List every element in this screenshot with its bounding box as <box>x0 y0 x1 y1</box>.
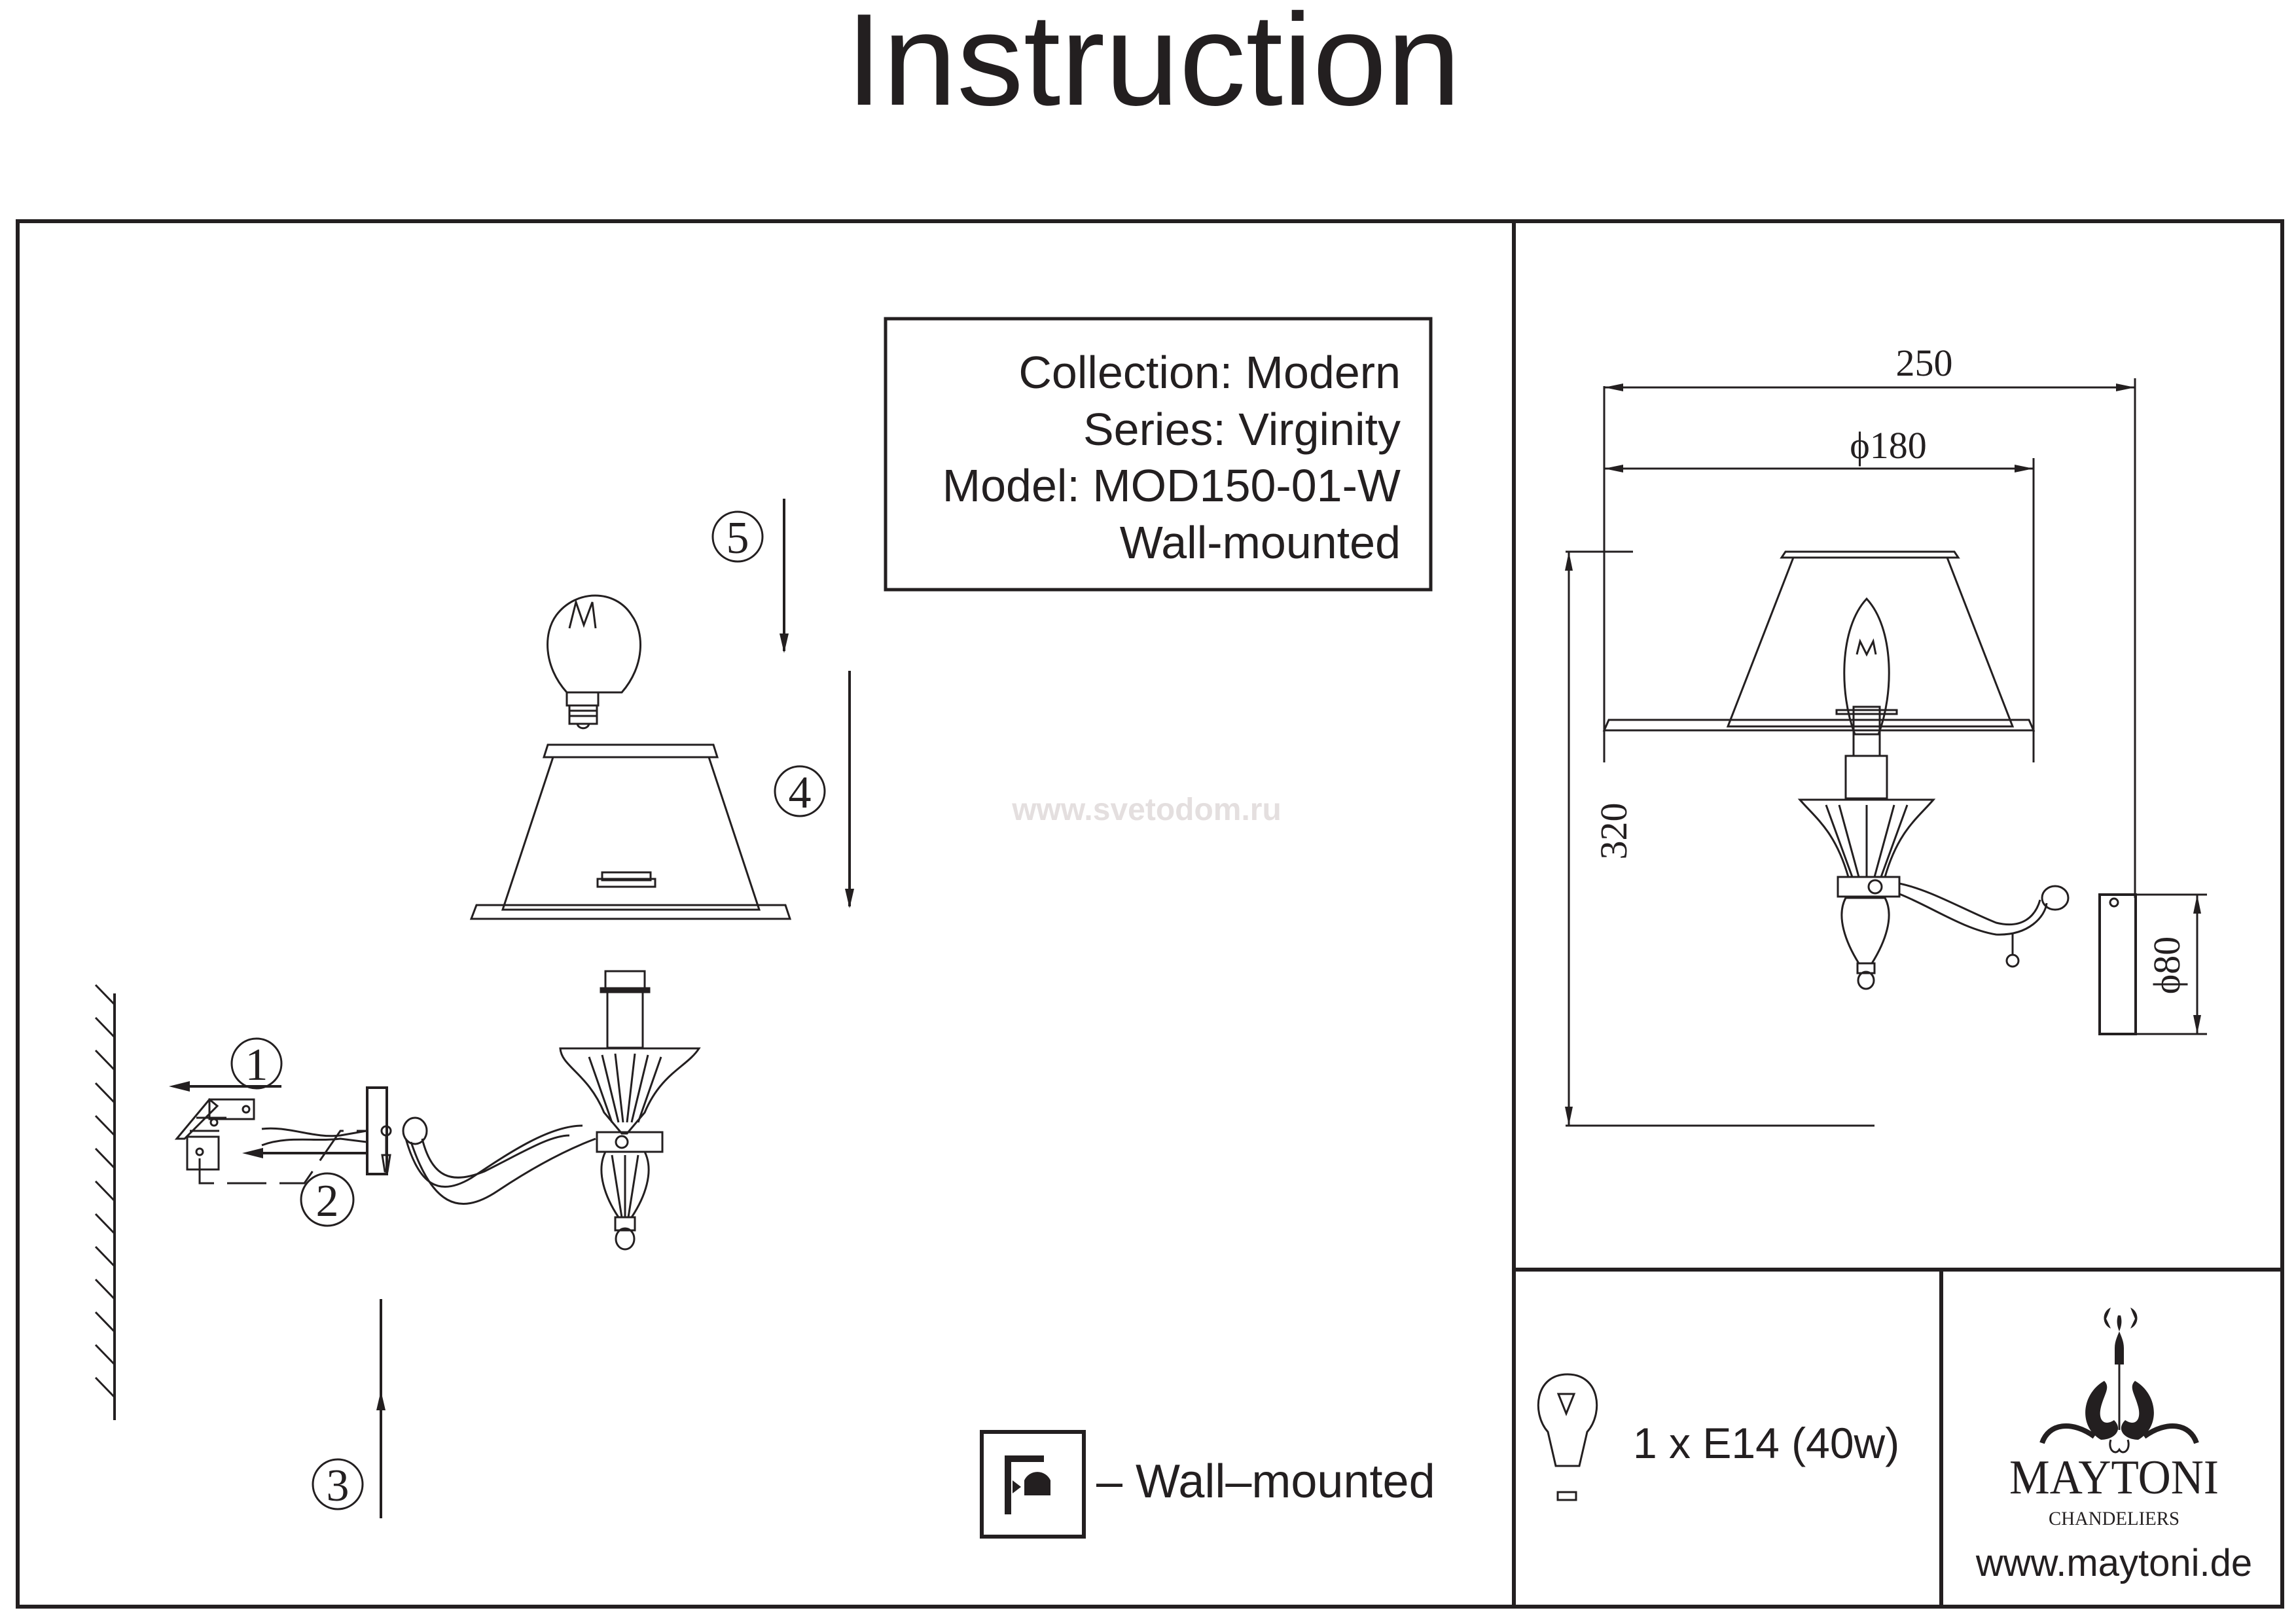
svg-text:4: 4 <box>789 768 812 818</box>
wires <box>198 1127 367 1185</box>
frame <box>16 219 2284 1609</box>
brand-website[interactable]: www.maytoni.de <box>1975 1542 2252 1584</box>
dimension-drawing: 250 ϕ180 320 ϕ80 <box>1565 342 2207 1127</box>
model-label: Model: MOD150-01-W <box>942 460 1401 511</box>
page-title: Instruction <box>846 0 1461 133</box>
assembled-lamp <box>1602 550 2137 1035</box>
dim-height-label: 320 <box>1592 803 1635 860</box>
wall-hatching <box>94 984 116 1420</box>
mounting-label: Wall-mounted <box>1120 517 1401 568</box>
svg-text:1: 1 <box>245 1040 268 1090</box>
series-label: Series: Virginity <box>1083 404 1401 455</box>
collection-label: Collection: Modern <box>1018 347 1401 398</box>
brand-name: MAYTONI <box>2009 1451 2219 1505</box>
step-4-arrow <box>845 671 854 908</box>
dim-backplate-label: ϕ80 <box>2145 936 2188 995</box>
lamp-body <box>559 970 701 1251</box>
brand-block: MAYTONI CHANDELIERS www.maytoni.de <box>1975 1308 2252 1584</box>
step-3-arrow <box>376 1299 386 1518</box>
step-5-badge: 5 <box>711 510 764 563</box>
dim-height: 320 <box>1565 550 1874 1127</box>
info-box: Collection: Modern Series: Virginity Mod… <box>884 317 1433 592</box>
dim-width: 250 <box>1603 342 2136 898</box>
svg-text:5: 5 <box>726 513 749 563</box>
chandelier-logo-icon <box>2039 1308 2199 1454</box>
dim-shade-label: ϕ180 <box>1850 424 1927 467</box>
dim-shade: ϕ180 <box>1604 424 2035 762</box>
svg-text:2: 2 <box>316 1176 339 1226</box>
bulb-spec-label: 1 x E14 (40w) <box>1633 1419 1899 1467</box>
step-4-badge: 4 <box>774 765 826 818</box>
step-2-arrow <box>242 1148 367 1158</box>
svg-text:3: 3 <box>327 1461 350 1511</box>
bulb <box>547 594 641 730</box>
wall-mount-icon <box>1005 1455 1050 1514</box>
dim-width-label: 250 <box>1896 342 1953 384</box>
lamp-shade <box>469 743 792 920</box>
mount-legend-label: – Wall–mounted <box>1096 1455 1435 1508</box>
dim-backplate: ϕ80 <box>2135 893 2207 1035</box>
mount-legend: – Wall–mounted <box>980 1430 1435 1539</box>
bulb-icon <box>1537 1373 1598 1501</box>
brand-tagline: CHANDELIERS <box>2049 1508 2179 1529</box>
assembly-diagram: 1 2 <box>94 499 854 1518</box>
step-2-badge: 2 <box>300 1172 355 1227</box>
bulb-spec: 1 x E14 (40w) <box>1537 1373 1899 1501</box>
mounting-bracket <box>174 1097 255 1171</box>
watermark: www.svetodom.ru <box>1011 793 1282 827</box>
arm <box>402 1116 596 1205</box>
step-5-arrow <box>780 499 789 653</box>
step-3-badge: 3 <box>312 1458 364 1511</box>
step-1-badge: 1 <box>230 1037 283 1090</box>
backplate <box>366 1086 392 1175</box>
